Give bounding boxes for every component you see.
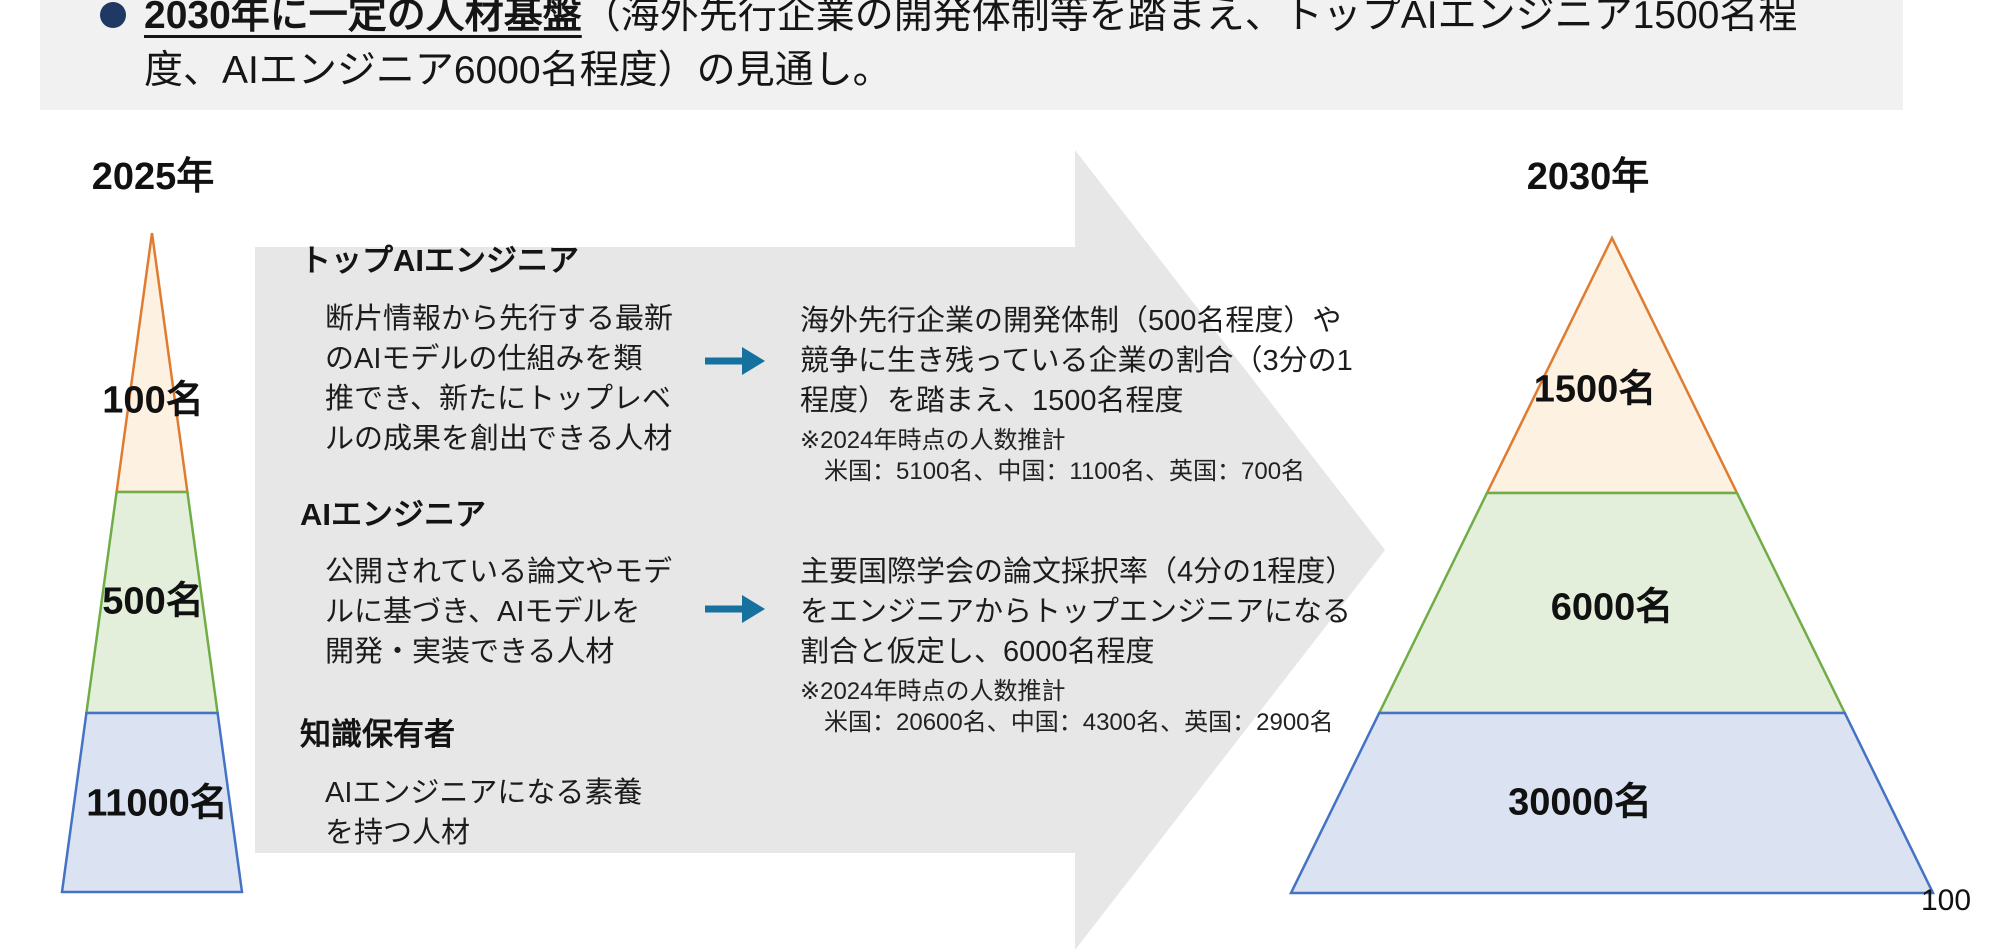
block3-left-description: AIエンジニアになる素養 を持つ人材 [325, 777, 643, 849]
headline-text: 2030年に一定の人材基盤（海外先行企業の開発体制等を踏まえ、トップAIエンジニ… [144, 0, 1797, 98]
bullet-icon [100, 2, 126, 28]
headline-lead-underlined: 2030年に一定の人材基盤 [144, 0, 582, 37]
block1-note: ※2024年時点の人数推計 米国：5100名、中国：1100名、英国：700名 [800, 427, 1306, 485]
right-pyramid-top-count: 1500名 [1533, 368, 1657, 411]
headline-line2: 度、AIエンジニア6000名程度）の見通し。 [144, 49, 892, 92]
left-pyramid-bottom-segment [60, 711, 244, 894]
block2-left-description: 公開されている論文やモデ ルに基づき、AIモデルを 開発・実装できる人材 [325, 556, 673, 668]
right-pyramid-bottom-count: 30000名 [1508, 781, 1652, 824]
block1-heading: トップAIエンジニア [300, 243, 579, 278]
block2-heading: AIエンジニア [300, 497, 486, 532]
block1-left-description: 断片情報から先行する最新 のAIモデルの仕組みを類 推でき、新たにトップレベ ル… [325, 303, 674, 455]
headline-line1-rest: （海外先行企業の開発体制等を踏まえ、トップAIエンジニア1500名程 [581, 0, 1798, 37]
year-label-2025: 2025年 [91, 156, 215, 198]
left-pyramid-bottom-count: 11000名 [86, 782, 228, 825]
right-arrow-icon [705, 595, 765, 623]
left-pyramid-top-segment [115, 232, 189, 494]
left-pyramid-top-count: 100名 [102, 379, 204, 422]
left-pyramid-middle-count: 500名 [102, 580, 204, 623]
year-label-2030: 2030年 [1526, 156, 1650, 198]
block2-note: ※2024年時点の人数推計 米国：20600名、中国：4300名、英国：2900… [800, 678, 1334, 736]
right-pyramid-bottom-segment [1288, 711, 1936, 895]
headline-box: 2030年に一定の人材基盤（海外先行企業の開発体制等を踏まえ、トップAIエンジニ… [40, 0, 1903, 110]
block3-heading: 知識保有者 [300, 717, 455, 752]
block1-right-estimate: 海外先行企業の開発体制（500名程度）や 競争に生き残っている企業の割合（3分の… [800, 305, 1353, 417]
block2-right-estimate: 主要国際学会の論文採択率（4分の1程度） をエンジニアからトップエンジニアになる… [800, 556, 1355, 668]
right-arrow-icon [705, 347, 765, 375]
page-number: 100 [1921, 884, 1972, 917]
right-pyramid-middle-count: 6000名 [1550, 586, 1674, 629]
